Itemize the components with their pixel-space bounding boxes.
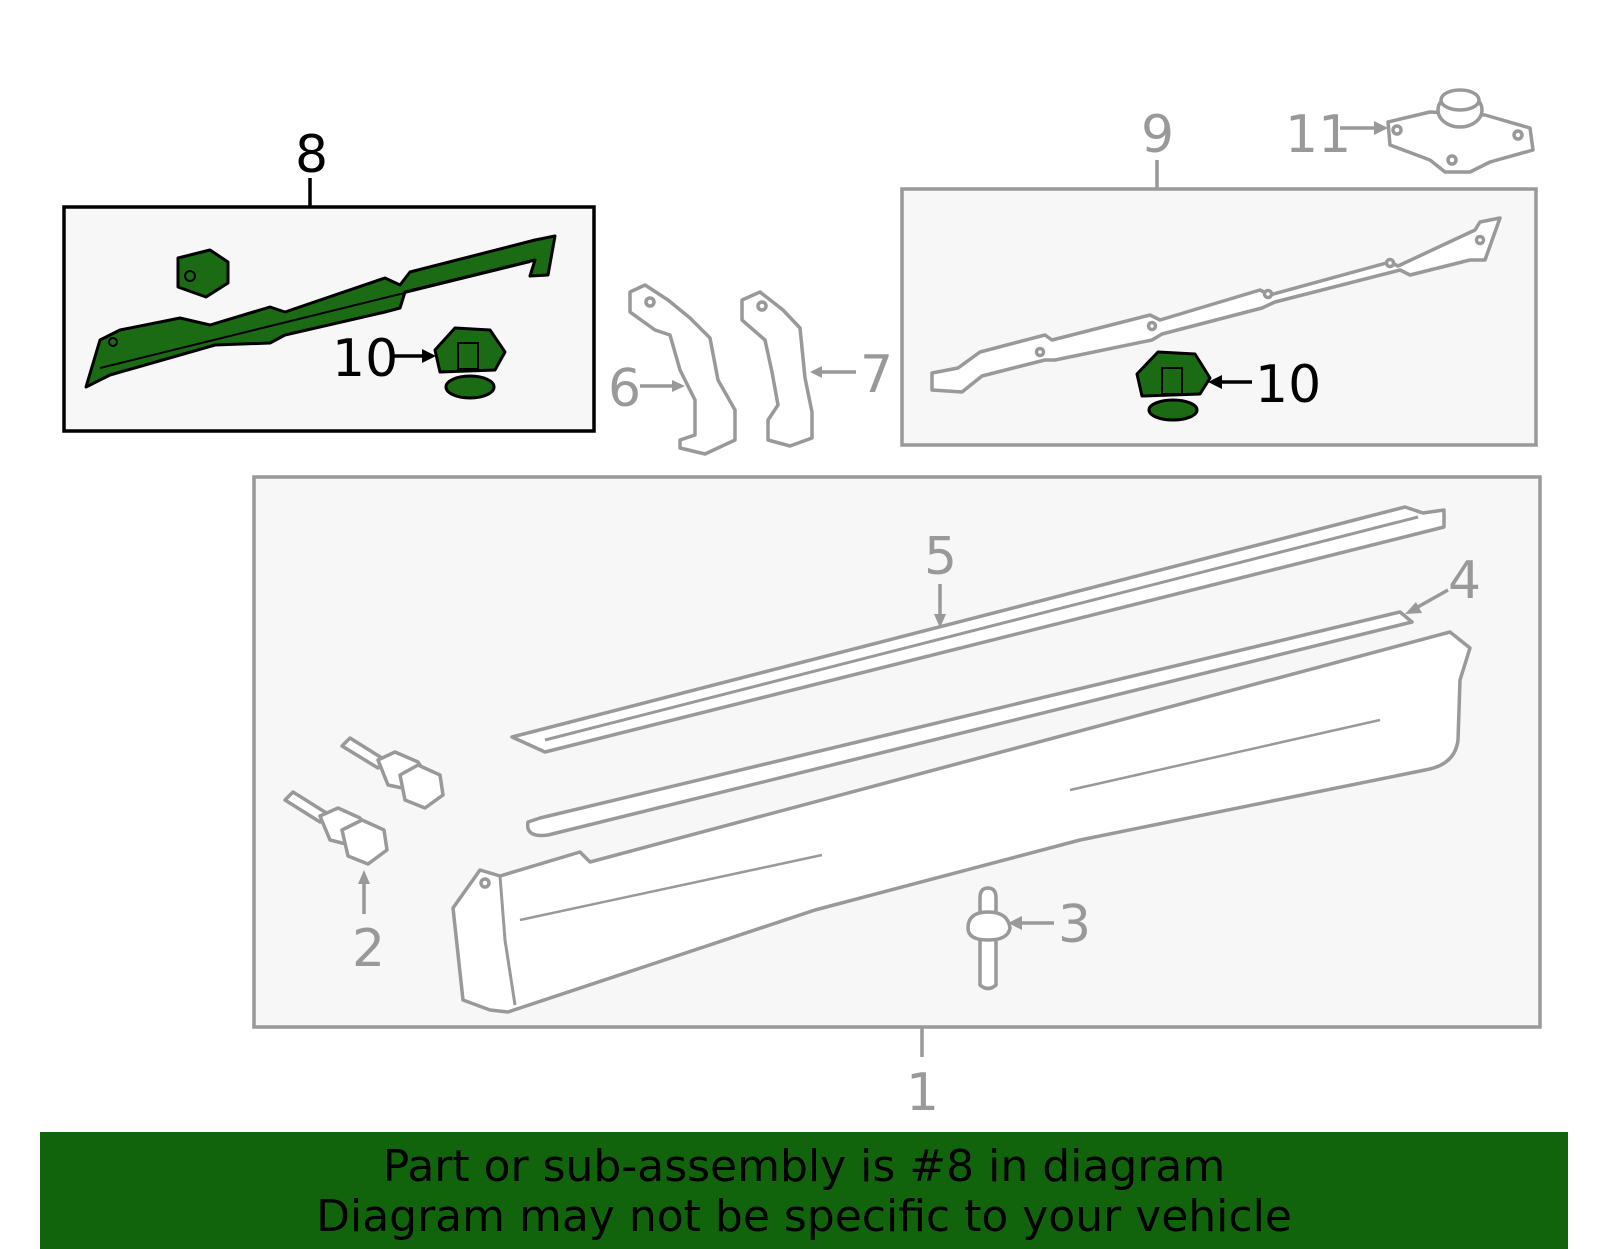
part-8-bar-hole (108, 337, 118, 347)
part-6-group[interactable]: 6 (608, 283, 737, 456)
callout-11: 11 (1285, 105, 1351, 165)
callout-7-arrowhead (810, 366, 822, 378)
part-10-clip-a[interactable] (433, 326, 507, 400)
part-9-hole-1 (1034, 346, 1046, 358)
callout-7: 7 (860, 345, 893, 405)
assembly-8-group[interactable]: 8 10 (62, 125, 596, 433)
banner-line-1: Part or sub-assembly is #8 in diagram (382, 1141, 1226, 1192)
part-11-hole-b (1512, 129, 1524, 141)
part-4-weatherstrip[interactable] (525, 610, 1414, 838)
part-8-block-hole (184, 270, 196, 282)
callout-6: 6 (608, 359, 641, 419)
part-2-bolt-a[interactable] (340, 736, 445, 810)
callout-3-arrowhead (1008, 916, 1022, 930)
callout-10a-arrowhead (422, 349, 436, 363)
part-1-hole (479, 877, 491, 889)
part-11-boss-top (1439, 88, 1481, 112)
callout-6-arrowhead (672, 380, 685, 392)
callout-11-arrowhead (1374, 121, 1388, 135)
part-7-hole (756, 300, 768, 312)
part-9-hole-3 (1262, 288, 1274, 300)
callout-10b: 10 (1255, 355, 1321, 415)
part-11-group[interactable]: 11 (1285, 88, 1535, 174)
part-11-hole-a (1391, 124, 1403, 136)
assembly-1-group[interactable]: 1 5 4 2 (252, 475, 1542, 1123)
part-6-bracket (628, 283, 737, 456)
callout-1: 1 (906, 1063, 939, 1123)
part-7-bracket (740, 290, 814, 448)
part-11-hole-c (1446, 154, 1458, 166)
callout-3: 3 (1058, 895, 1091, 955)
callout-2: 2 (352, 919, 385, 979)
part-9-hole-2 (1146, 320, 1158, 332)
callout-4-arrowhead (1405, 602, 1422, 614)
banner-line-2: Diagram may not be specific to your vehi… (316, 1191, 1292, 1242)
assembly-9-group[interactable]: 9 10 (900, 105, 1538, 447)
part-9-reinforcement-bar[interactable] (930, 216, 1502, 394)
part-1-crease-c (1069, 718, 1381, 792)
callout-10a: 10 (332, 329, 398, 389)
part-1-crease-b (519, 853, 823, 922)
part-3-clip[interactable] (966, 886, 1012, 991)
callout-10b-arrowhead (1208, 375, 1222, 389)
part-5-edge (544, 515, 1419, 742)
part-7-group[interactable]: 7 (740, 290, 893, 448)
part-10-clip-b[interactable] (1135, 350, 1212, 422)
part-9-hole-5 (1474, 234, 1486, 246)
part-1-crease-a (498, 875, 517, 1006)
callout-4: 4 (1448, 551, 1481, 611)
part-9-hole-4 (1384, 257, 1396, 269)
part-8-bar-edge (99, 261, 531, 369)
callout-4-leader (1415, 588, 1449, 610)
callout-9: 9 (1141, 105, 1174, 165)
info-banner: Part or sub-assembly is #8 in diagram Di… (40, 1132, 1568, 1249)
callout-5-arrowhead (934, 614, 946, 628)
callout-8: 8 (295, 125, 328, 185)
part-8-reinforcement-bar[interactable] (84, 234, 557, 389)
part-6-hole (644, 296, 656, 308)
part-2-bolt-b[interactable] (283, 790, 389, 866)
part-8-block (176, 248, 230, 299)
callout-2-arrowhead (358, 870, 370, 884)
callout-5: 5 (924, 527, 957, 587)
part-1-rocker-panel[interactable] (451, 630, 1472, 1014)
